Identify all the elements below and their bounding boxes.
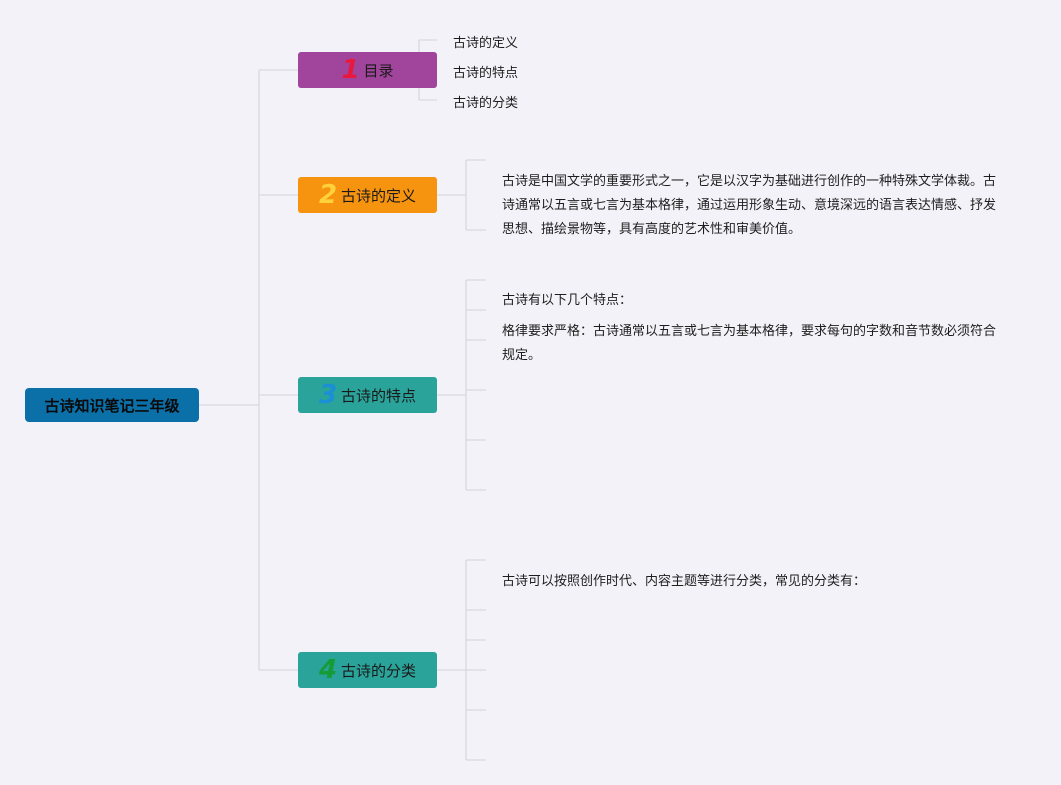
definition-text[interactable]: 古诗是中国文学的重要形式之一，它是以汉字为基础进行创作的一种特殊文学体裁。古诗通… [502, 174, 997, 237]
number-3-icon: 3 [318, 380, 338, 410]
number-2-icon: 2 [318, 180, 338, 210]
branch-node-categories[interactable]: 4 古诗的分类 [298, 652, 437, 688]
branch-label: 古诗的特点 [341, 386, 417, 405]
number-4-icon: 4 [318, 655, 338, 685]
leaf-contents-features[interactable]: 古诗的特点 [453, 66, 519, 81]
branch-node-features[interactable]: 3 古诗的特点 [298, 377, 437, 413]
root-label: 古诗知识笔记三年级 [44, 396, 180, 415]
branch-node-definition[interactable]: 2 古诗的定义 [298, 177, 437, 213]
features-intro[interactable]: 古诗有以下几个特点： [502, 293, 633, 308]
branch-node-contents[interactable]: 1 目录 [298, 52, 437, 88]
categories-intro[interactable]: 古诗可以按照创作时代、内容主题等进行分类，常见的分类有： [502, 574, 867, 589]
root-node[interactable]: 古诗知识笔记三年级 [25, 388, 199, 422]
number-1-icon: 1 [341, 55, 360, 85]
branch-label: 古诗的分类 [341, 661, 417, 680]
branch-label: 目录 [363, 61, 394, 80]
branch-label: 古诗的定义 [341, 186, 417, 205]
leaf-contents-categories[interactable]: 古诗的分类 [453, 96, 519, 111]
features-item[interactable]: 格律要求严格：古诗通常以五言或七言为基本格律，要求每句的字数和音节数必须符合规定… [502, 324, 997, 363]
leaf-contents-definition[interactable]: 古诗的定义 [453, 36, 519, 51]
